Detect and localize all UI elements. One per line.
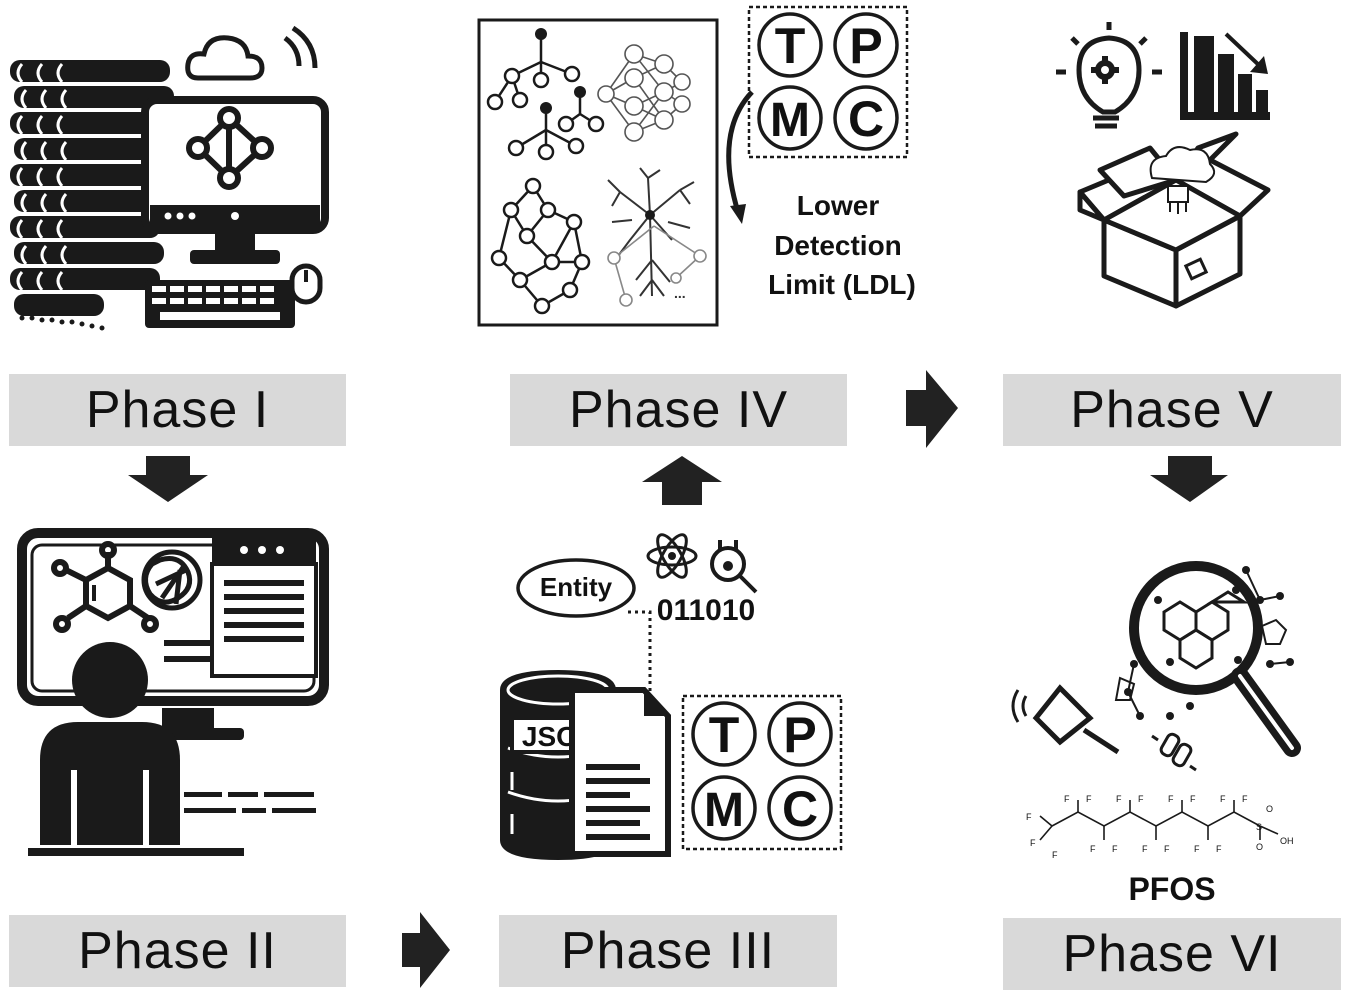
f-label-16: F xyxy=(1026,812,1032,822)
letter-t-phase4: T xyxy=(775,18,806,74)
f-label-6: F xyxy=(1190,794,1196,804)
phase-5-label: Phase V xyxy=(1003,374,1341,446)
lower-detection-line1: Lower xyxy=(797,190,880,221)
magnifier-icon xyxy=(1129,561,1301,757)
f-label-10: F xyxy=(1112,844,1118,854)
large-monitor-icon xyxy=(17,528,329,706)
tpmc-box-phase4 xyxy=(747,5,909,159)
keyboard-icon xyxy=(145,280,295,328)
entity-text: Entity xyxy=(540,572,613,602)
ellipsis-text: ... xyxy=(674,285,686,301)
pfos-structure-icon xyxy=(1039,800,1279,841)
phase-6-label: Phase VI xyxy=(1003,918,1341,990)
phase-4-label: Phase IV xyxy=(510,374,847,446)
entity-ellipse xyxy=(516,558,636,618)
text-lines-icon xyxy=(184,792,316,813)
mouse-icon xyxy=(289,263,323,305)
brain-chip-icon xyxy=(1149,146,1216,214)
atom-icon xyxy=(646,533,698,579)
o-label-2: O xyxy=(1256,842,1263,852)
letter-c-phase4: C xyxy=(848,91,884,147)
json-tag xyxy=(510,716,610,754)
dotted-connector xyxy=(628,610,652,700)
user-person-icon xyxy=(40,642,180,845)
browser-window-icon xyxy=(210,536,318,678)
pfos-text: PFOS xyxy=(1128,871,1215,907)
o-label-1: O xyxy=(1266,804,1273,814)
tpmc-box-phase3 xyxy=(681,694,843,851)
s-label: S xyxy=(1256,822,1262,832)
declining-chart-icon xyxy=(1180,32,1270,120)
open-box-icon xyxy=(1077,131,1271,309)
binary-text: 011010 xyxy=(657,594,755,627)
neural-network-icon xyxy=(597,44,691,142)
json-text: JSON xyxy=(522,721,598,752)
cloud-icon xyxy=(185,25,318,81)
letter-m-phase3: M xyxy=(704,784,744,837)
f-label-14: F xyxy=(1216,844,1222,854)
f-label-5: F xyxy=(1168,794,1174,804)
f-label-9: F xyxy=(1090,844,1096,854)
f-label-11: F xyxy=(1142,844,1148,854)
database-icon xyxy=(500,670,616,860)
neuron-icon xyxy=(607,167,695,297)
magnified-molecule-icon xyxy=(1162,590,1250,670)
letter-c-phase3: C xyxy=(782,781,818,837)
f-label-8: F xyxy=(1242,794,1248,804)
f-label-1: F xyxy=(1064,794,1070,804)
phase-3-label: Phase III xyxy=(499,915,837,987)
letter-p-phase4: P xyxy=(849,18,882,74)
flask-magnifier-icon xyxy=(710,540,758,594)
f-label-2: F xyxy=(1086,794,1092,804)
gear-icon xyxy=(1091,56,1119,84)
lower-detection-line3: Limit (LDL) xyxy=(768,269,916,300)
openai-logo-icon xyxy=(141,549,203,611)
pipette-icon xyxy=(1032,684,1120,755)
tree-graph-icon xyxy=(486,34,605,161)
phase-1-label: Phase I xyxy=(9,374,346,446)
network-graph-icon xyxy=(186,106,274,190)
tpmc-circles-phase4 xyxy=(757,12,899,151)
letter-p-phase3: P xyxy=(783,707,816,763)
monitor-icon xyxy=(141,96,329,264)
lower-detection-line2: Detection xyxy=(774,230,902,261)
f-label-4: F xyxy=(1138,794,1144,804)
f-label-13: F xyxy=(1194,844,1200,854)
curved-arrow-icon xyxy=(726,90,754,213)
broken-link-icon xyxy=(1151,732,1197,772)
tpmc-circles-phase3 xyxy=(691,701,833,841)
benzene-molecule-icon xyxy=(51,541,159,633)
molecular-graph-icon xyxy=(490,177,591,315)
f-label-7: F xyxy=(1220,794,1226,804)
f-label-12: F xyxy=(1164,844,1170,854)
lightbulb-icon xyxy=(1056,22,1162,129)
document-icon xyxy=(569,687,671,857)
f-label-17: F xyxy=(1052,850,1058,860)
letter-t-phase3: T xyxy=(709,707,740,763)
oh-label: OH xyxy=(1280,836,1294,846)
networks-frame xyxy=(477,18,719,327)
f-label-15: F xyxy=(1030,838,1036,848)
books-stack-icon xyxy=(10,60,174,316)
phase-2-label: Phase II xyxy=(9,915,346,987)
f-label-3: F xyxy=(1116,794,1122,804)
letter-m-phase4: M xyxy=(770,94,810,147)
